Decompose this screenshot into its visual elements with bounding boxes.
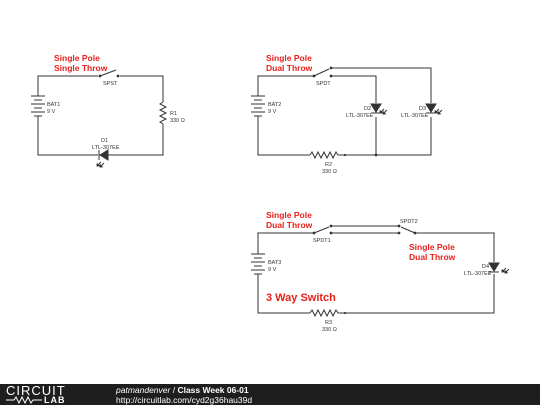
circuit-title[interactable]: Class Week 06-01 [177, 385, 249, 395]
label-spdt2: SPDT2 [400, 219, 418, 225]
battery-bat2[interactable] [251, 95, 265, 117]
label-r1-name: R1 [170, 111, 177, 117]
label-bat2-name: BAT2 [268, 102, 281, 108]
note-spst-line1: Single Pole [54, 53, 100, 63]
circuitlab-logo[interactable]: CIRCUIT LAB [6, 383, 92, 405]
note-spst-line2: Single Throw [54, 63, 108, 73]
note-3way-right-line1: Single Pole [409, 242, 455, 252]
led-d1[interactable] [96, 149, 109, 168]
resistor-r3[interactable] [309, 308, 348, 318]
label-bat1-value: 9 V [47, 109, 56, 115]
battery-bat1[interactable] [31, 95, 45, 117]
label-spdt1: SPDT1 [313, 238, 331, 244]
label-d4-name: D4 [482, 264, 489, 270]
label-bat1-name: BAT1 [47, 102, 60, 108]
label-spdt: SPDT [316, 81, 331, 87]
label-r2-value: 330 Ω [322, 169, 337, 175]
led-d2[interactable] [370, 103, 388, 115]
footer-bar: CIRCUIT LAB patmandenver / Class Week 06… [0, 383, 540, 405]
wires-1 [37, 75, 164, 156]
note-spdt-line1: Single Pole [266, 53, 312, 63]
schematic: Single Pole Single Throw SPST BAT1 9 V R… [31, 53, 510, 333]
label-r3-name: R3 [325, 320, 332, 326]
led-d3[interactable] [425, 103, 443, 115]
switch-spdt1[interactable] [312, 224, 333, 235]
circuit-spst: Single Pole Single Throw SPST BAT1 9 V R… [31, 53, 185, 168]
logo-text-circuit: CIRCUIT [6, 383, 66, 398]
title-separator: / [170, 385, 178, 395]
schematic-canvas: Single Pole Single Throw SPST BAT1 9 V R… [31, 53, 510, 333]
logo-text-lab: LAB [44, 395, 66, 405]
resistor-r1[interactable] [158, 101, 168, 125]
circuit-spdt: Single Pole Dual Throw SPDT BAT2 9 V D2 … [251, 53, 443, 175]
label-d1-part: LTL-307EE [92, 145, 120, 151]
circuit-url[interactable]: http://circuitlab.com/cyd2g36hau39d [116, 395, 253, 405]
author-name[interactable]: patmandenver [116, 385, 171, 395]
label-spst: SPST [103, 81, 118, 87]
led-d4[interactable] [488, 262, 510, 274]
label-d3-name: D3 [419, 106, 426, 112]
label-r3-value: 330 Ω [322, 327, 337, 333]
note-3way-right-line2: Dual Throw [409, 252, 456, 262]
note-spdt-line2: Dual Throw [266, 63, 313, 73]
switch-spdt[interactable] [312, 66, 333, 78]
battery-bat3[interactable] [251, 253, 265, 275]
label-d2-part: LTL-307EE [346, 113, 374, 119]
label-r1-value: 330 Ω [170, 118, 185, 124]
note-3way-left-line1: Single Pole [266, 210, 312, 220]
label-bat3-value: 9 V [268, 267, 277, 273]
wires-3 [257, 225, 495, 314]
logo-resistor-icon [6, 396, 42, 404]
note-3way-left-line2: Dual Throw [266, 220, 313, 230]
label-d1-name: D1 [101, 138, 108, 144]
label-bat2-value: 9 V [268, 109, 277, 115]
switch-spdt2[interactable] [397, 224, 417, 235]
label-d4-part: LTL-307EE [464, 271, 492, 277]
resistor-r2[interactable] [309, 150, 348, 160]
wires-2 [257, 67, 432, 156]
label-r2-name: R2 [325, 162, 332, 168]
caption-3-way-switch: 3 Way Switch [266, 292, 336, 304]
label-d3-part: LTL-307EE [401, 113, 429, 119]
circuit-3way: Single Pole Dual Throw Single Pole Dual … [251, 210, 510, 333]
switch-spst[interactable] [98, 69, 120, 78]
label-d2-name: D2 [364, 106, 371, 112]
label-bat3-name: BAT3 [268, 260, 281, 266]
circuit-info: patmandenver / Class Week 06-01 http://c… [116, 385, 252, 405]
